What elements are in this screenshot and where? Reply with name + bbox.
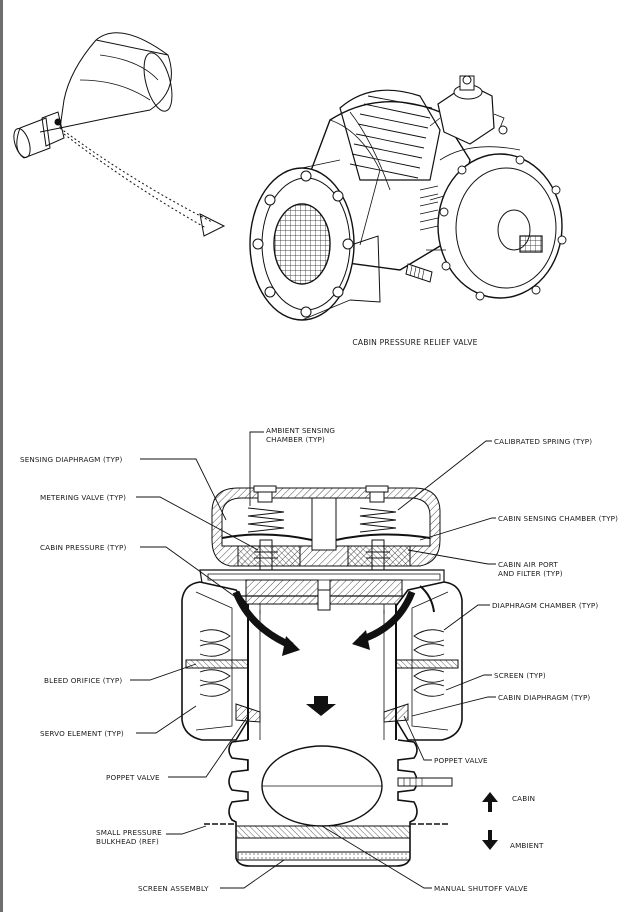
label-cabin-pressure: CABIN PRESSURE (TYP) bbox=[40, 543, 126, 552]
top-figure-caption: CABIN PRESSURE RELIEF VALVE bbox=[352, 338, 477, 347]
label-cabin-sensing-chamber: CABIN SENSING CHAMBER (TYP) bbox=[498, 514, 618, 523]
relief-valve-perspective-illustration bbox=[249, 75, 567, 321]
label-cabin-air-port-line2: AND FILTER (TYP) bbox=[498, 569, 563, 578]
label-small-pressure-line2: BULKHEAD (REF) bbox=[96, 837, 159, 846]
label-screen-assembly: SCREEN ASSEMBLY bbox=[138, 884, 209, 893]
label-diaphragm-chamber: DIAPHRAGM CHAMBER (TYP) bbox=[492, 601, 598, 610]
label-poppet-valve-right: POPPET VALVE bbox=[434, 756, 488, 765]
calibrated-spring-left bbox=[247, 485, 285, 533]
label-ambient-sensing-chamber-line1: AMBIENT SENSING bbox=[266, 426, 335, 435]
label-cabin-air-port-line1: CABIN AIR PORT bbox=[498, 560, 558, 569]
page-edge-bar bbox=[0, 0, 3, 912]
servo-ribs-right bbox=[413, 629, 445, 697]
callout-labels: AMBIENT SENSING CHAMBER (TYP) SENSING DI… bbox=[20, 426, 618, 893]
calibrated-spring-right bbox=[359, 485, 397, 533]
label-poppet-valve-left: POPPET VALVE bbox=[106, 773, 160, 782]
label-cabin-diaphragm: CABIN DIAPHRAGM (TYP) bbox=[498, 693, 590, 702]
leader-lines bbox=[130, 431, 496, 889]
flow-down-arrow bbox=[306, 704, 336, 716]
valve-right-housing bbox=[405, 146, 567, 301]
servo-ribs-left bbox=[199, 629, 231, 697]
label-bleed-orifice: BLEED ORIFICE (TYP) bbox=[44, 676, 122, 685]
label-screen: SCREEN (TYP) bbox=[494, 671, 546, 680]
label-cabin: CABIN bbox=[512, 794, 535, 803]
valve-flange bbox=[249, 159, 381, 321]
label-manual-shutoff-valve: MANUAL SHUTOFF VALVE bbox=[434, 884, 528, 893]
label-metering-valve: METERING VALVE (TYP) bbox=[40, 493, 126, 502]
label-servo-element: SERVO ELEMENT (TYP) bbox=[40, 729, 124, 738]
valve-location-dot bbox=[54, 118, 62, 126]
label-ambient: AMBIENT bbox=[510, 841, 544, 850]
label-small-pressure-line1: SMALL PRESSURE bbox=[96, 828, 162, 837]
ambient-down-arrow bbox=[482, 840, 498, 850]
label-calibrated-spring: CALIBRATED SPRING (TYP) bbox=[494, 437, 592, 446]
relief-valve-cross-section bbox=[181, 485, 498, 867]
label-ambient-sensing-chamber-line2: CHAMBER (TYP) bbox=[266, 435, 325, 444]
cabin-up-arrow bbox=[482, 792, 498, 802]
tailcone-locator-illustration bbox=[13, 32, 226, 237]
label-sensing-diaphragm: SENSING DIAPHRAGM (TYP) bbox=[20, 455, 122, 464]
